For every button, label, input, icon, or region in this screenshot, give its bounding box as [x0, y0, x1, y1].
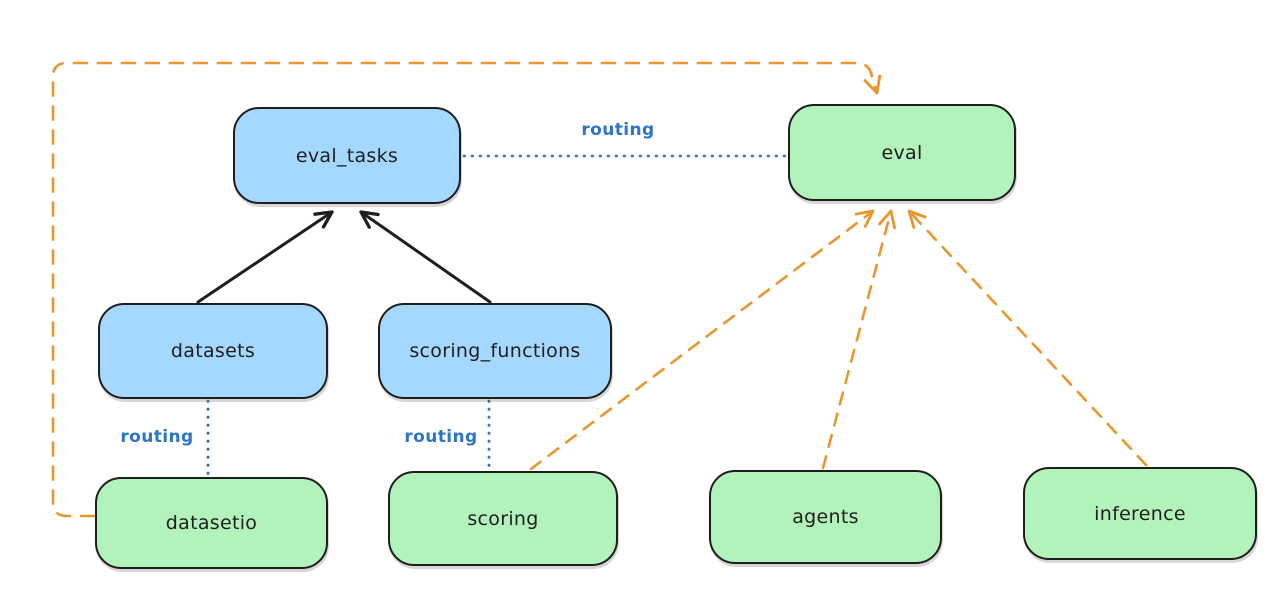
node-datasetio-label: datasetio	[165, 512, 258, 534]
node-agents-label: agents	[792, 506, 859, 528]
node-scoring-functions: scoring_functions	[378, 303, 612, 399]
node-scoring-label: scoring	[467, 507, 539, 530]
node-eval: eval	[788, 104, 1016, 201]
node-eval-tasks: eval_tasks	[233, 107, 461, 204]
node-inference-label: inference	[1094, 502, 1186, 525]
node-inference: inference	[1023, 467, 1257, 560]
node-datasets-label: datasets	[170, 340, 256, 362]
node-scoring-functions-label: scoring_functions	[409, 340, 581, 362]
edge-label-routing-scoring-functions-scoring: routing	[404, 427, 478, 447]
edge-scoring-functions-to-eval-tasks-arrow	[359, 210, 492, 304]
edge-datasetio-to-eval-dashed-arrow	[51, 61, 882, 518]
node-datasets: datasets	[98, 303, 328, 399]
node-eval-label: eval	[881, 141, 923, 164]
edge-datasets-to-eval-tasks-arrow	[196, 210, 334, 304]
edge-label-routing-eval-tasks-eval: routing	[581, 120, 655, 140]
node-scoring: scoring	[388, 471, 618, 566]
edge-label-routing-datasets-datasetio: routing	[120, 427, 194, 447]
edge-agents-to-eval-dashed-arrow	[821, 209, 896, 470]
node-datasetio: datasetio	[95, 477, 328, 569]
node-eval-tasks-label: eval_tasks	[295, 144, 399, 167]
node-agents: agents	[709, 470, 942, 564]
edge-inference-to-eval-dashed-arrow	[907, 209, 1148, 467]
